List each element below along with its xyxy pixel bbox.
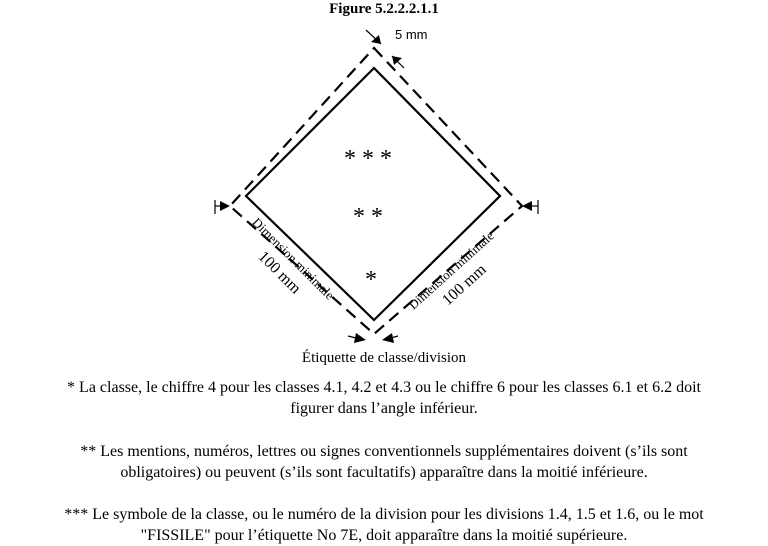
note-line: * La classe, le chiffre 4 pour les class… bbox=[67, 379, 701, 396]
note-double-star: ** Les mentions, numéros, lettres ou sig… bbox=[0, 441, 768, 483]
note-triple-star: *** Le symbole de la classe, ou le numér… bbox=[0, 504, 768, 546]
note-line: figurer dans l’angle inférieur. bbox=[290, 400, 478, 417]
top-margin-arrows bbox=[365, 29, 405, 69]
inner-label-border bbox=[244, 66, 502, 322]
figure-title: Figure 5.2.2.2.1.1 bbox=[329, 1, 439, 17]
label-diagram: 5 mm * * * * * * Dimension minimale 100 … bbox=[214, 27, 539, 343]
left-dimension-arrows bbox=[214, 200, 366, 343]
note-line: ** Les mentions, numéros, lettres ou sig… bbox=[80, 443, 688, 460]
note-line: *** Le symbole de la classe, ou le numér… bbox=[64, 506, 704, 523]
star-bottom: * bbox=[365, 267, 377, 293]
note-line: "FISSILE" pour l’étiquette No 7E, doit a… bbox=[140, 527, 628, 544]
note-single-star: * La classe, le chiffre 4 pour les class… bbox=[0, 377, 768, 419]
margin-label: 5 mm bbox=[395, 27, 428, 42]
outer-dashed-border bbox=[228, 46, 524, 336]
stars-middle: * * bbox=[353, 204, 383, 230]
note-line: obligatoires) ou peuvent (s’ils sont fac… bbox=[120, 464, 648, 481]
right-dimension-arrows bbox=[382, 200, 539, 343]
figure-caption: Étiquette de classe/division bbox=[301, 350, 467, 366]
stars-top: * * * bbox=[344, 146, 392, 172]
